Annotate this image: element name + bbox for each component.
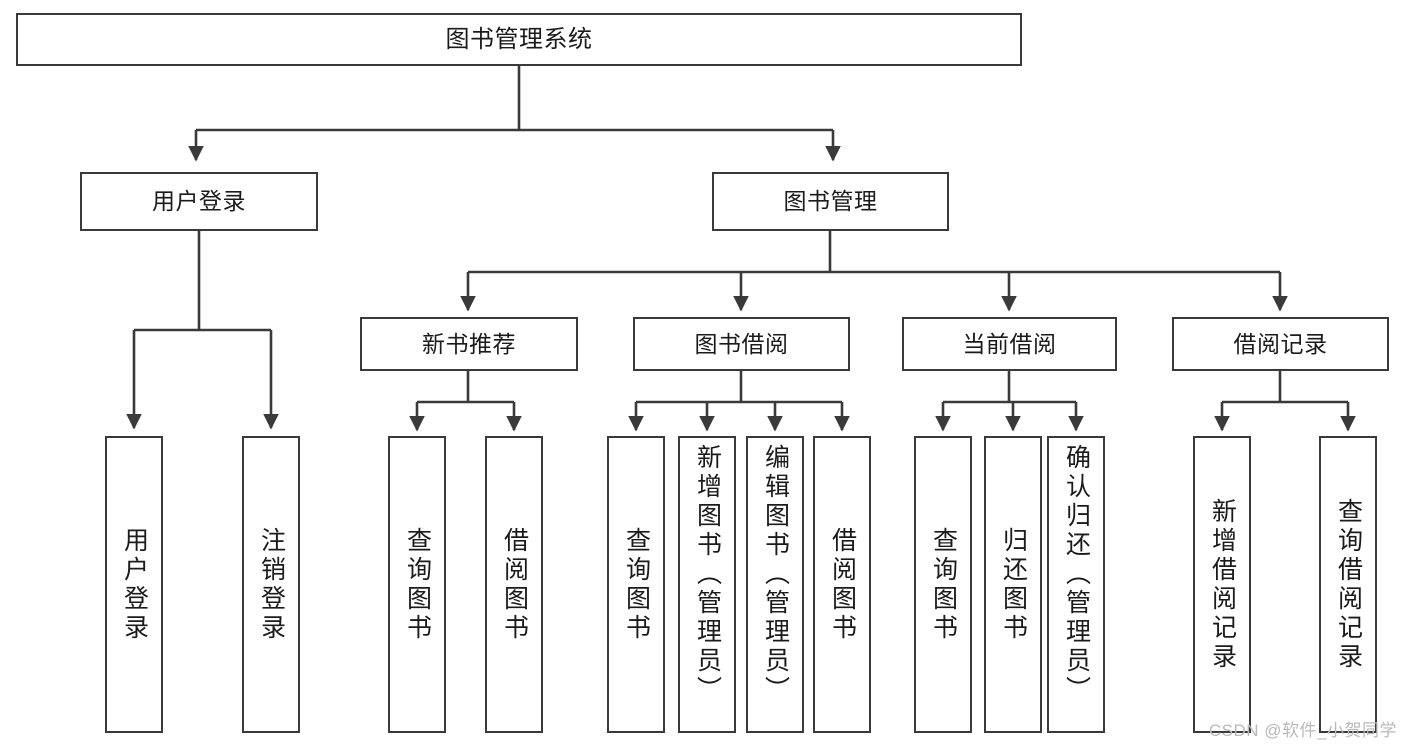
node-book-management[interactable]: 图书管理: [712, 172, 949, 231]
leaf-new-book-borrow-label: 借阅图书: [500, 526, 529, 643]
node-current-borrow-label: 当前借阅: [962, 330, 1057, 357]
leaf-current-query-book-label: 查询图书: [929, 526, 958, 643]
leaf-confirm-return-admin[interactable]: 确认归还（管理员）: [1047, 436, 1105, 733]
node-user-login-label: 用户登录: [152, 188, 246, 215]
node-book-borrow-label: 图书借阅: [694, 330, 789, 357]
leaf-new-book-query-label: 查询图书: [403, 526, 432, 643]
watermark: CSDN @软件_小贺同学: [1208, 721, 1397, 740]
leaf-add-book-admin[interactable]: 新增图书（管理员）: [678, 436, 736, 733]
node-book-borrow[interactable]: 图书借阅: [633, 317, 850, 371]
leaf-add-book-admin-label: 新增图书（管理员）: [693, 444, 722, 705]
leaf-return-book[interactable]: 归还图书: [984, 436, 1042, 733]
node-root-label: 图书管理系统: [445, 25, 593, 53]
leaf-query-borrow-record-label: 查询借阅记录: [1334, 497, 1363, 672]
node-borrow-record-label: 借阅记录: [1233, 330, 1328, 357]
node-root[interactable]: 图书管理系统: [16, 13, 1022, 66]
leaf-current-query-book[interactable]: 查询图书: [914, 436, 972, 733]
node-book-management-label: 图书管理: [783, 188, 878, 215]
leaf-borrow-query-book[interactable]: 查询图书: [607, 436, 665, 733]
node-new-book-recommend[interactable]: 新书推荐: [360, 317, 578, 371]
leaf-query-borrow-record[interactable]: 查询借阅记录: [1319, 436, 1377, 733]
node-new-book-recommend-label: 新书推荐: [422, 330, 516, 357]
leaf-borrow-query-book-label: 查询图书: [622, 526, 651, 643]
leaf-add-borrow-record[interactable]: 新增借阅记录: [1193, 436, 1251, 733]
node-borrow-record[interactable]: 借阅记录: [1172, 317, 1389, 371]
leaf-new-book-query[interactable]: 查询图书: [388, 436, 446, 733]
leaf-borrow-book-label: 借阅图书: [828, 526, 857, 643]
leaf-edit-book-admin[interactable]: 编辑图书（管理员）: [746, 436, 804, 733]
leaf-return-book-label: 归还图书: [999, 526, 1028, 643]
leaf-user-login-label: 用户登录: [120, 526, 149, 643]
node-user-login[interactable]: 用户登录: [80, 172, 318, 231]
leaf-edit-book-admin-label: 编辑图书（管理员）: [761, 444, 790, 705]
leaf-new-book-borrow[interactable]: 借阅图书: [485, 436, 543, 733]
leaf-add-borrow-record-label: 新增借阅记录: [1208, 497, 1237, 672]
leaf-confirm-return-admin-label: 确认归还（管理员）: [1062, 444, 1091, 705]
leaf-logout[interactable]: 注销登录: [242, 436, 300, 733]
leaf-borrow-book[interactable]: 借阅图书: [813, 436, 871, 733]
leaf-user-login[interactable]: 用户登录: [105, 436, 163, 733]
leaf-logout-label: 注销登录: [257, 526, 286, 643]
node-current-borrow[interactable]: 当前借阅: [902, 317, 1117, 371]
